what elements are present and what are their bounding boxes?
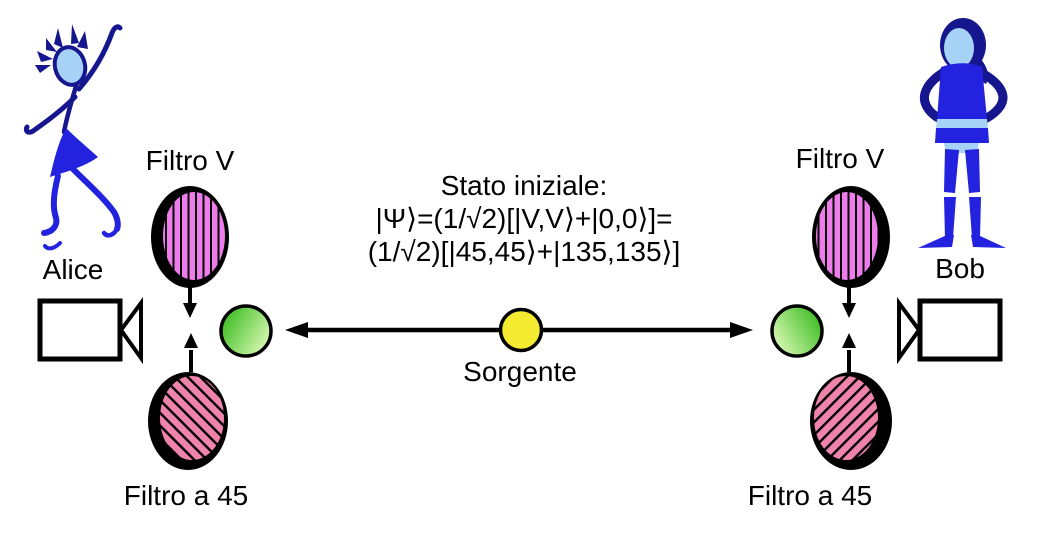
filter-v-left-icon	[151, 186, 229, 288]
alice-arm-lower	[23, 94, 78, 135]
alice-leg-right	[69, 165, 121, 232]
arrow-up-right	[842, 333, 856, 372]
source-label: Sorgente	[463, 356, 577, 387]
bob-torso	[937, 63, 987, 119]
alice-arm-raised	[76, 24, 123, 92]
alice-foot-left	[43, 241, 62, 251]
source-ball-icon	[498, 307, 544, 353]
initial-state-title: Stato iniziale:	[440, 170, 608, 201]
photon-left-icon	[219, 304, 273, 358]
alice-foot-right	[101, 226, 120, 238]
bob-thigh-left	[944, 149, 959, 193]
initial-state-block: Stato iniziale: |Ψ⟩=(1/√2)[|V,V⟩+|0,0⟩]=…	[368, 169, 681, 268]
initial-state-line3: (1/√2)[|45,45⟩+|135,135⟩]	[367, 236, 681, 267]
bob-belt	[936, 119, 988, 128]
bob-calf-left	[944, 197, 956, 238]
bob-calf-right	[969, 197, 981, 238]
photon-right-icon	[770, 304, 824, 358]
camera-right-icon	[897, 296, 1003, 365]
filter-v-right-icon	[812, 186, 890, 288]
bob-face	[944, 28, 974, 68]
bob-label: Bob	[935, 253, 985, 284]
filter-45-left-label: Filtro a 45	[123, 480, 249, 511]
filter-45-right-label: Filtro a 45	[747, 480, 873, 511]
bob-thigh-right	[965, 149, 980, 193]
arrow-down-right	[842, 287, 856, 318]
bob-figure	[918, 18, 1008, 248]
arrow-up-left	[184, 333, 198, 372]
alice-leg-left	[41, 173, 61, 236]
alice-label: Alice	[42, 254, 104, 285]
filter-v-right-label: Filtro V	[795, 143, 885, 174]
alice-torso	[61, 83, 79, 135]
bob-hip	[935, 128, 989, 143]
alice-hair	[35, 24, 88, 73]
bob-foot-right	[971, 235, 1006, 248]
arrow-down-left	[183, 287, 197, 318]
filter-v-left-label: Filtro V	[145, 145, 235, 176]
filter-45-left-icon	[148, 372, 228, 470]
alice-skirt	[50, 128, 98, 177]
filter-45-right-icon	[810, 372, 892, 470]
initial-state-line2: |Ψ⟩=(1/√2)[|V,V⟩+|0,0⟩]=	[375, 203, 673, 234]
alice-figure	[23, 24, 123, 251]
bob-foot-left	[918, 235, 954, 248]
camera-left-icon	[37, 296, 143, 365]
